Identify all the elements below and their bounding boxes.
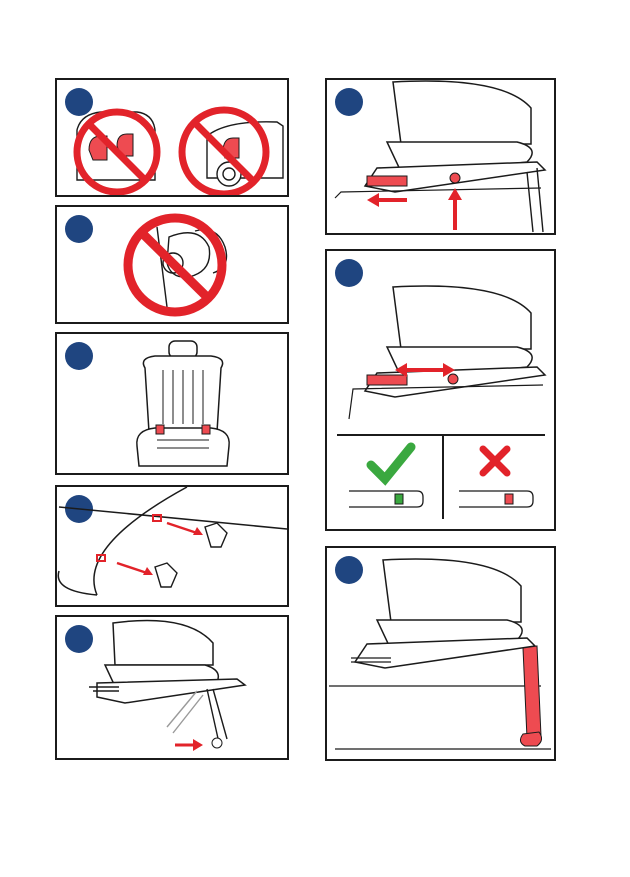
arrow-left-icon xyxy=(367,193,407,207)
car-seat-icon xyxy=(57,334,287,474)
isofix-extension-illustration xyxy=(327,80,554,233)
prohibited-icon xyxy=(128,218,222,312)
cross-icon xyxy=(483,449,507,473)
arrow-right-icon xyxy=(175,739,203,751)
step-panel-2 xyxy=(55,205,289,324)
adjust-support-leg-illustration xyxy=(327,548,554,759)
step-panel-5 xyxy=(55,615,289,760)
step-panel-8 xyxy=(325,546,556,761)
support-leg-illustration xyxy=(57,617,287,758)
isofix-guide-illustration xyxy=(57,487,287,605)
step-panel-7 xyxy=(325,249,556,531)
step-panel-1 xyxy=(55,78,289,197)
push-base-illustration xyxy=(327,251,554,529)
step-panel-3 xyxy=(55,332,289,475)
step-panel-4 xyxy=(55,485,289,607)
arrow-up-icon xyxy=(448,188,462,230)
prohibited-airbag-illustration xyxy=(57,207,287,322)
support-leg-icon xyxy=(520,646,541,746)
step-panel-6 xyxy=(325,78,556,235)
isofix-guide-icon xyxy=(155,523,227,587)
check-icon xyxy=(371,447,411,479)
prohibited-car-seat-illustration xyxy=(57,80,287,195)
